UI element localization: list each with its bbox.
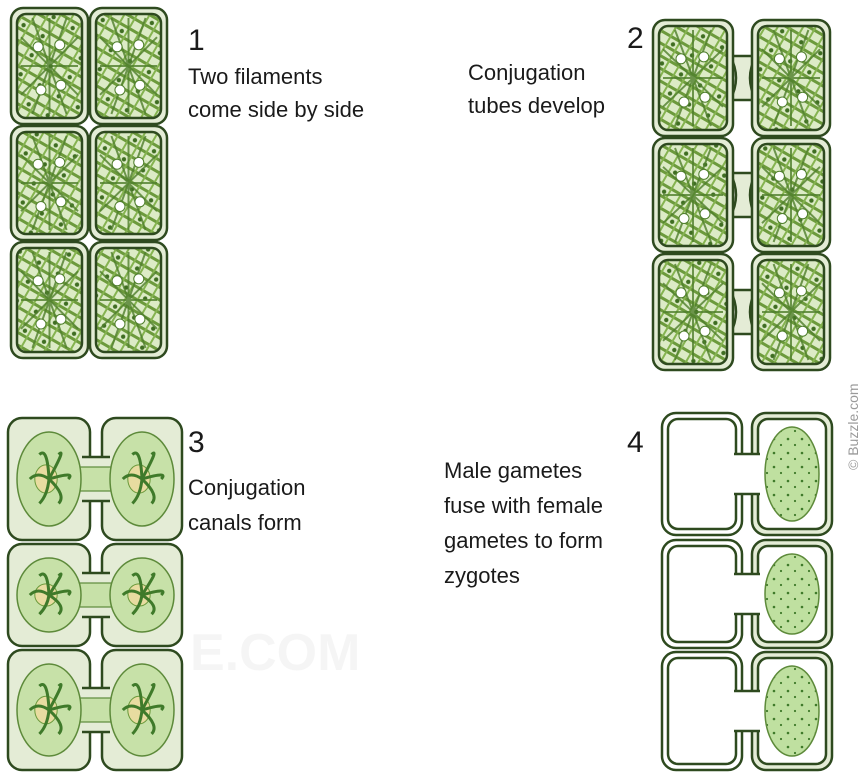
- right-filament-cell: [90, 242, 167, 358]
- stage-2-illustration: [653, 20, 830, 370]
- right-protoplast: [110, 664, 174, 756]
- zygote: [765, 666, 819, 756]
- left-protoplast: [17, 432, 81, 526]
- left-filament-cell: [11, 242, 88, 358]
- copyright-watermark: © Buzzle.com: [845, 383, 861, 470]
- background-watermark: E.COM: [190, 624, 360, 682]
- stage-1-caption-line-2: come side by side: [188, 97, 364, 122]
- right-filament-cell: [90, 8, 167, 124]
- stage-1-number: 1: [188, 24, 205, 57]
- conjugation-canal: [734, 574, 760, 614]
- stage-2-caption-line-2: tubes develop: [468, 93, 605, 118]
- left-filament-cell: [653, 254, 733, 370]
- stage-2-number: 2: [627, 22, 644, 55]
- empty-cell-inner: [668, 658, 736, 764]
- empty-cell-inner: [668, 419, 736, 529]
- stage-2-caption-line-1: Conjugation: [468, 60, 585, 85]
- left-filament-cell: [11, 8, 88, 124]
- right-protoplast: [110, 432, 174, 526]
- right-filament-cell: [90, 126, 167, 240]
- right-protoplast: [110, 558, 174, 632]
- stage-3-number: 3: [188, 426, 205, 459]
- stage-1-caption-line-1: Two filaments: [188, 64, 323, 89]
- right-filament-cell: [752, 254, 830, 370]
- conjugation-canal: [734, 454, 760, 494]
- stage-3-caption-line-2: canals form: [188, 510, 302, 535]
- right-filament-cell: [752, 138, 830, 252]
- stage-1-illustration: [11, 8, 167, 358]
- left-protoplast: [17, 664, 81, 756]
- stage-4-caption-line-3: gametes to form: [444, 528, 603, 553]
- stage-4-illustration: [662, 413, 832, 770]
- stage-3-caption-line-1: Conjugation: [188, 475, 305, 500]
- left-filament-cell: [11, 126, 88, 240]
- left-filament-cell: [653, 20, 733, 136]
- conjugation-canal: [734, 691, 760, 731]
- right-filament-cell: [752, 20, 830, 136]
- stage-3-illustration: [8, 418, 182, 770]
- zygote: [765, 554, 819, 634]
- left-protoplast: [17, 558, 81, 632]
- left-filament-cell: [653, 138, 733, 252]
- empty-cell-inner: [668, 546, 736, 642]
- stage-4-caption-line-2: fuse with female: [444, 493, 603, 518]
- stage-4-caption-line-4: zygotes: [444, 563, 520, 588]
- stage-4-caption-line-1: Male gametes: [444, 458, 582, 483]
- zygote: [765, 427, 819, 521]
- stage-4-number: 4: [627, 426, 644, 459]
